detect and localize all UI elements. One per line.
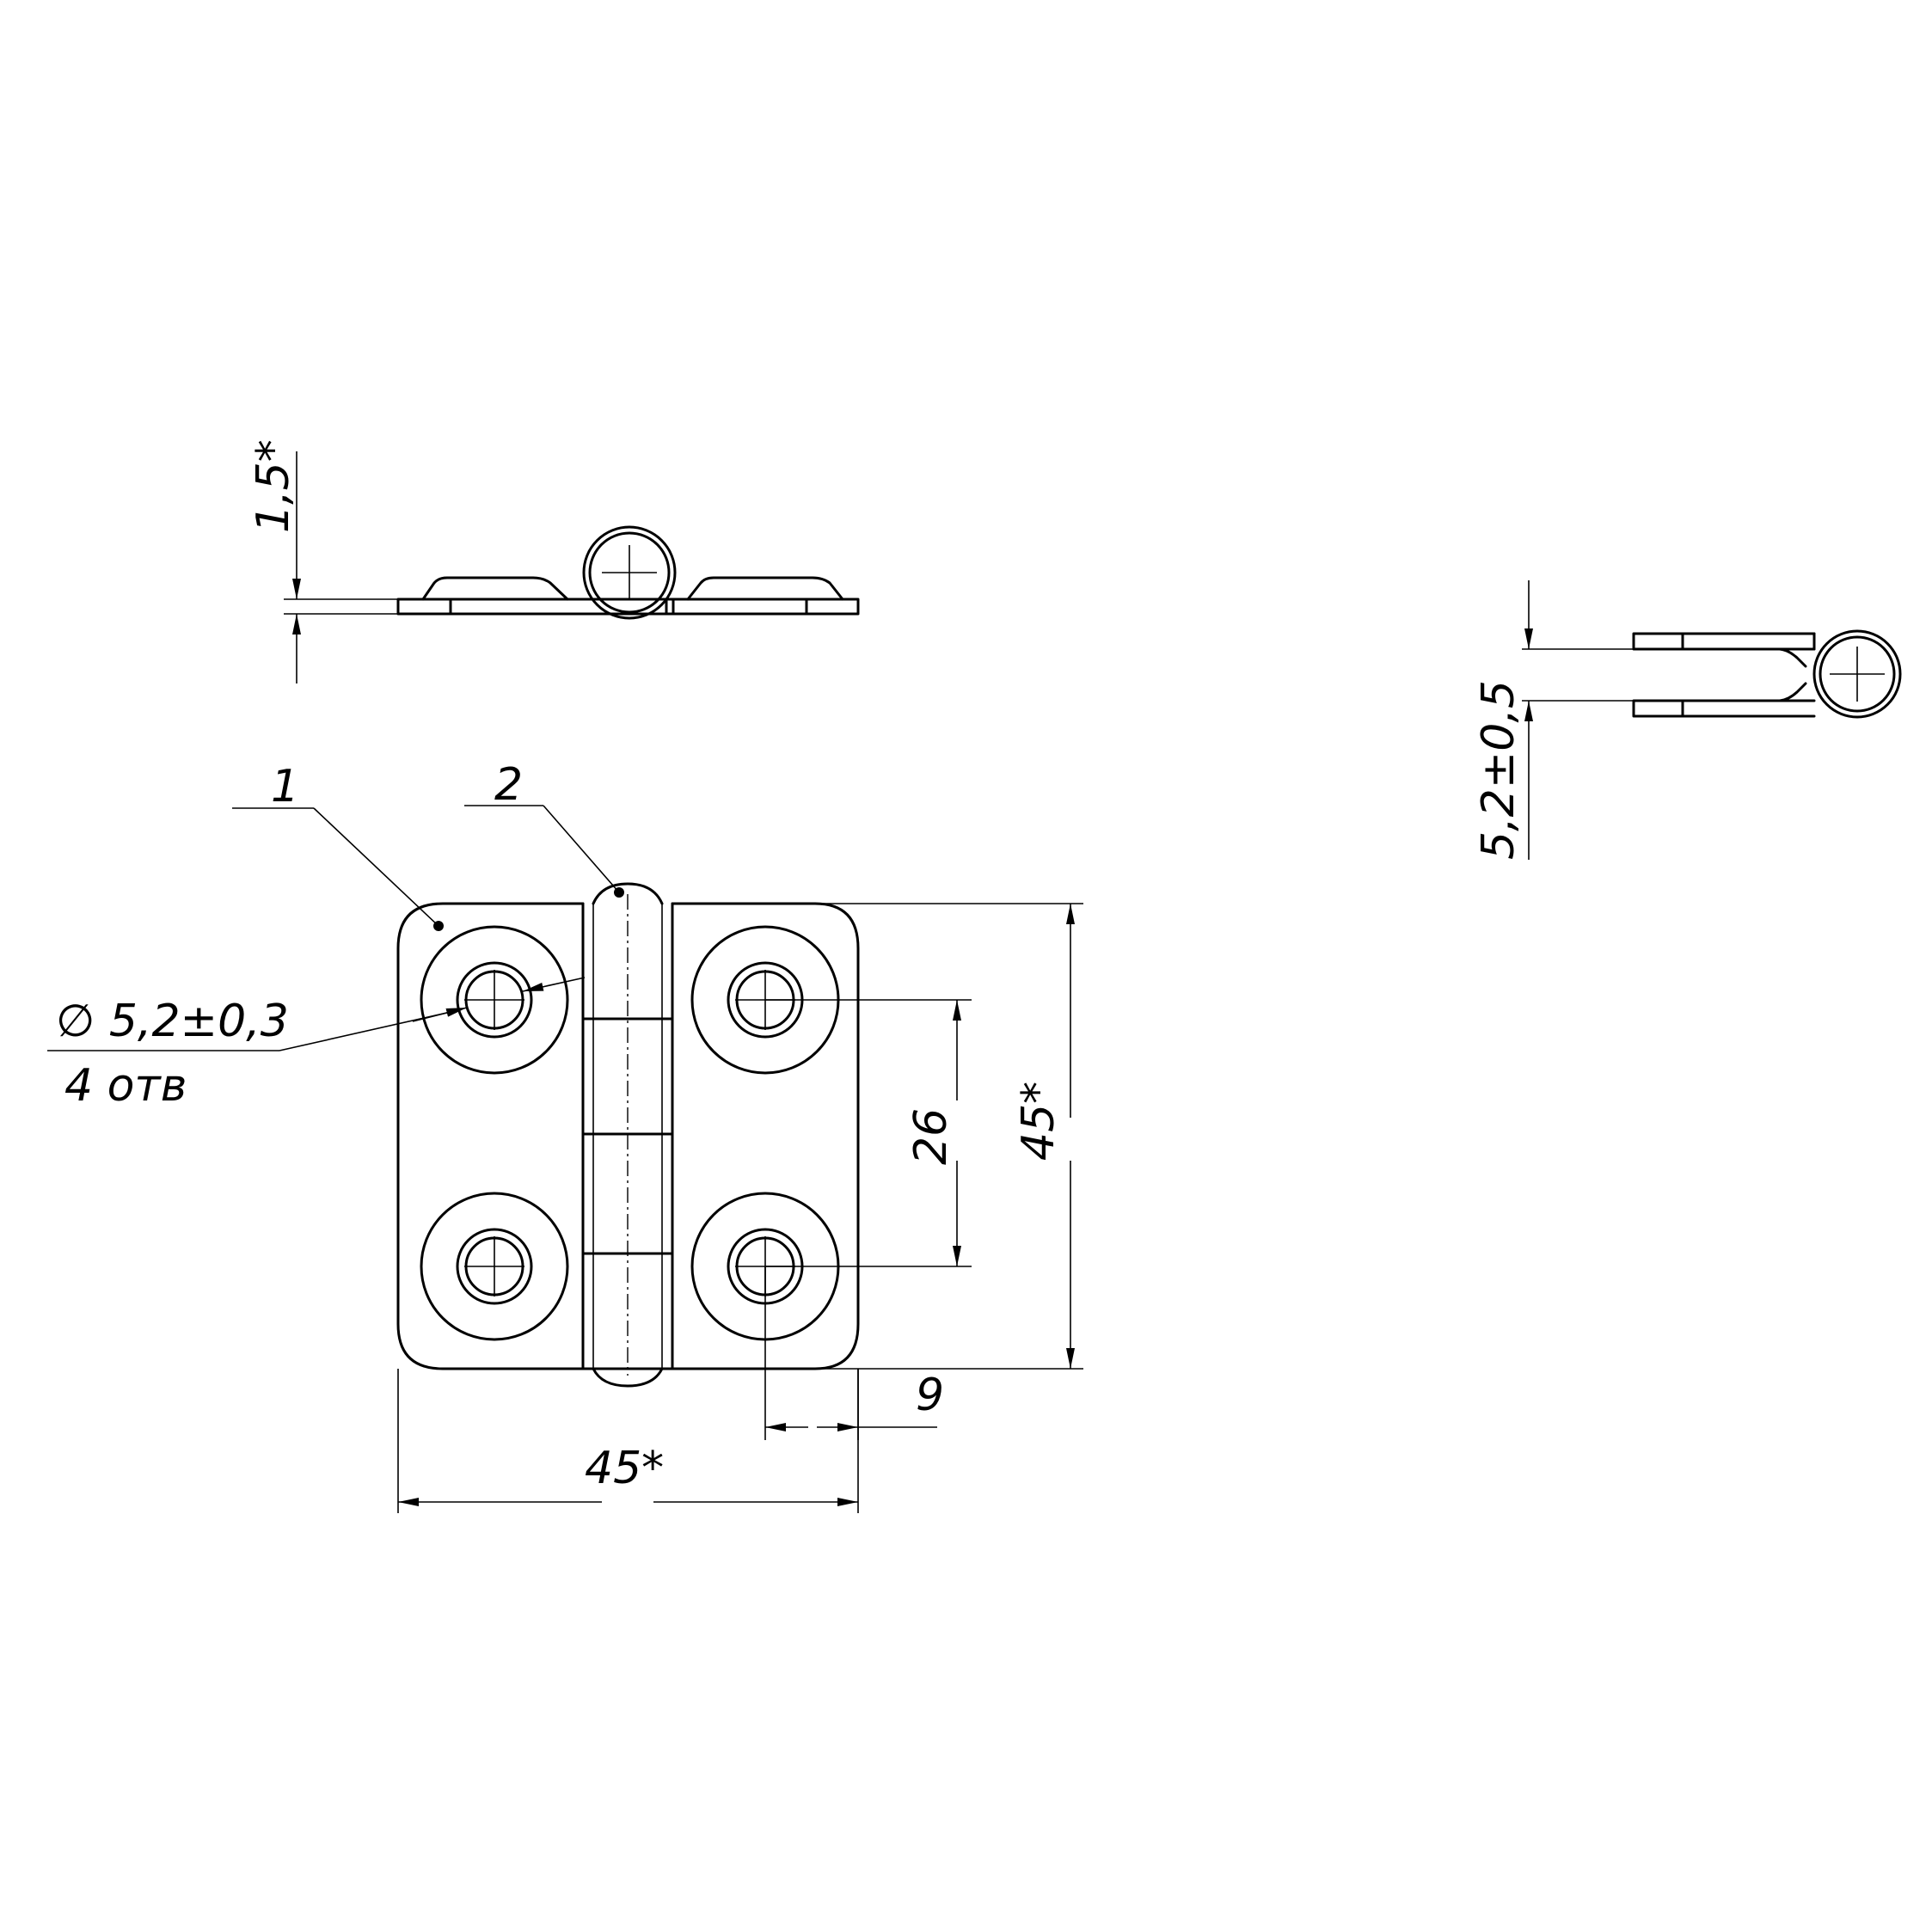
hole-top-left — [420, 925, 569, 1075]
hole-diameter-label: ∅ 5,2±0,3 — [56, 996, 289, 1047]
height-dimension-label: 45* — [1013, 1082, 1064, 1161]
hole-count-label: 4 отв — [64, 1060, 187, 1112]
side-view: 5,2±0,5 — [1473, 580, 1902, 860]
width-dimension-label: 45* — [585, 1443, 664, 1494]
thickness-dimension-label: 1,5* — [248, 439, 299, 533]
front-view: 1 2 ∅ 5,2±0,3 4 отв 26 45* 9 — [47, 759, 1083, 1513]
part-1-label: 1 — [271, 761, 299, 812]
gap-dimension-label: 5,2±0,5 — [1473, 680, 1524, 860]
part-2-label: 2 — [494, 759, 523, 811]
edge-offset-label: 9 — [916, 1370, 944, 1421]
top-view: 1,5* — [248, 439, 860, 684]
hole-spacing-label: 26 — [905, 1108, 957, 1165]
hole-bottom-left — [420, 1192, 569, 1341]
